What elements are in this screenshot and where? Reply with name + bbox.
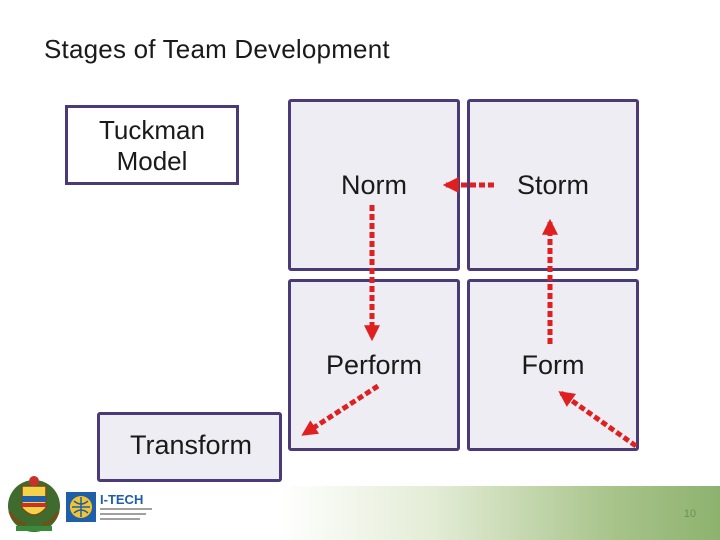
footer-band: [280, 486, 720, 540]
transform-box: [97, 412, 282, 482]
arrow-perform-to-transform: [301, 383, 380, 437]
page-number: 10: [683, 508, 696, 520]
model-box-line1: Tuckman: [99, 115, 205, 145]
itech-brand-text: I-TECH: [100, 492, 143, 507]
model-box-line2: Model: [116, 146, 188, 176]
stage-label-storm: Storm: [516, 170, 589, 200]
page-title: Stages of Team Development: [44, 34, 390, 64]
tuckman-model-box: Tuckman Model: [65, 105, 239, 185]
coat-of-arms-icon: [8, 476, 60, 532]
stage-label-norm: Norm: [341, 170, 407, 200]
arrow-to-form: [558, 390, 638, 449]
quadrant-storm: [467, 99, 639, 271]
stage-label-perform: Perform: [325, 350, 423, 380]
quadrant-norm: [288, 99, 460, 271]
stage-label-transform: Transform: [129, 430, 252, 460]
stage-label-form: Form: [521, 350, 585, 380]
quadrant-form: [467, 279, 639, 451]
itech-logo: I-TECH: [66, 492, 152, 522]
